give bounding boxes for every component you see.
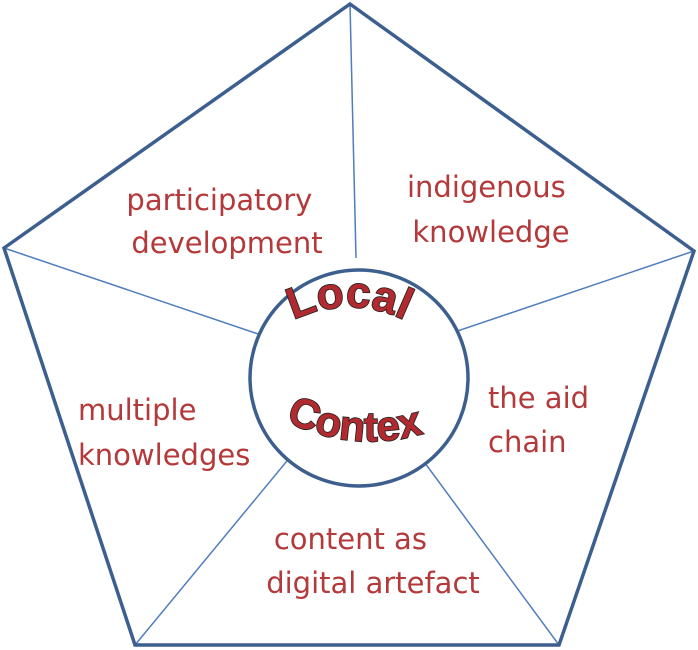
- label-multiple-knowledges: multiple knowledges: [78, 393, 250, 472]
- spoke-bottom-right: [421, 458, 560, 646]
- label-participatory-development: participatory development: [126, 183, 322, 260]
- label-indigenous-knowledge: indigenous knowledge: [407, 170, 575, 249]
- spoke-bottom-left: [134, 449, 297, 646]
- spoke-top: [349, 3, 357, 259]
- label-content-as-digital-artefact: content as digital artefact: [266, 522, 480, 600]
- label-the-aid-chain: the aid chain: [488, 381, 598, 459]
- center-circle: [248, 268, 470, 488]
